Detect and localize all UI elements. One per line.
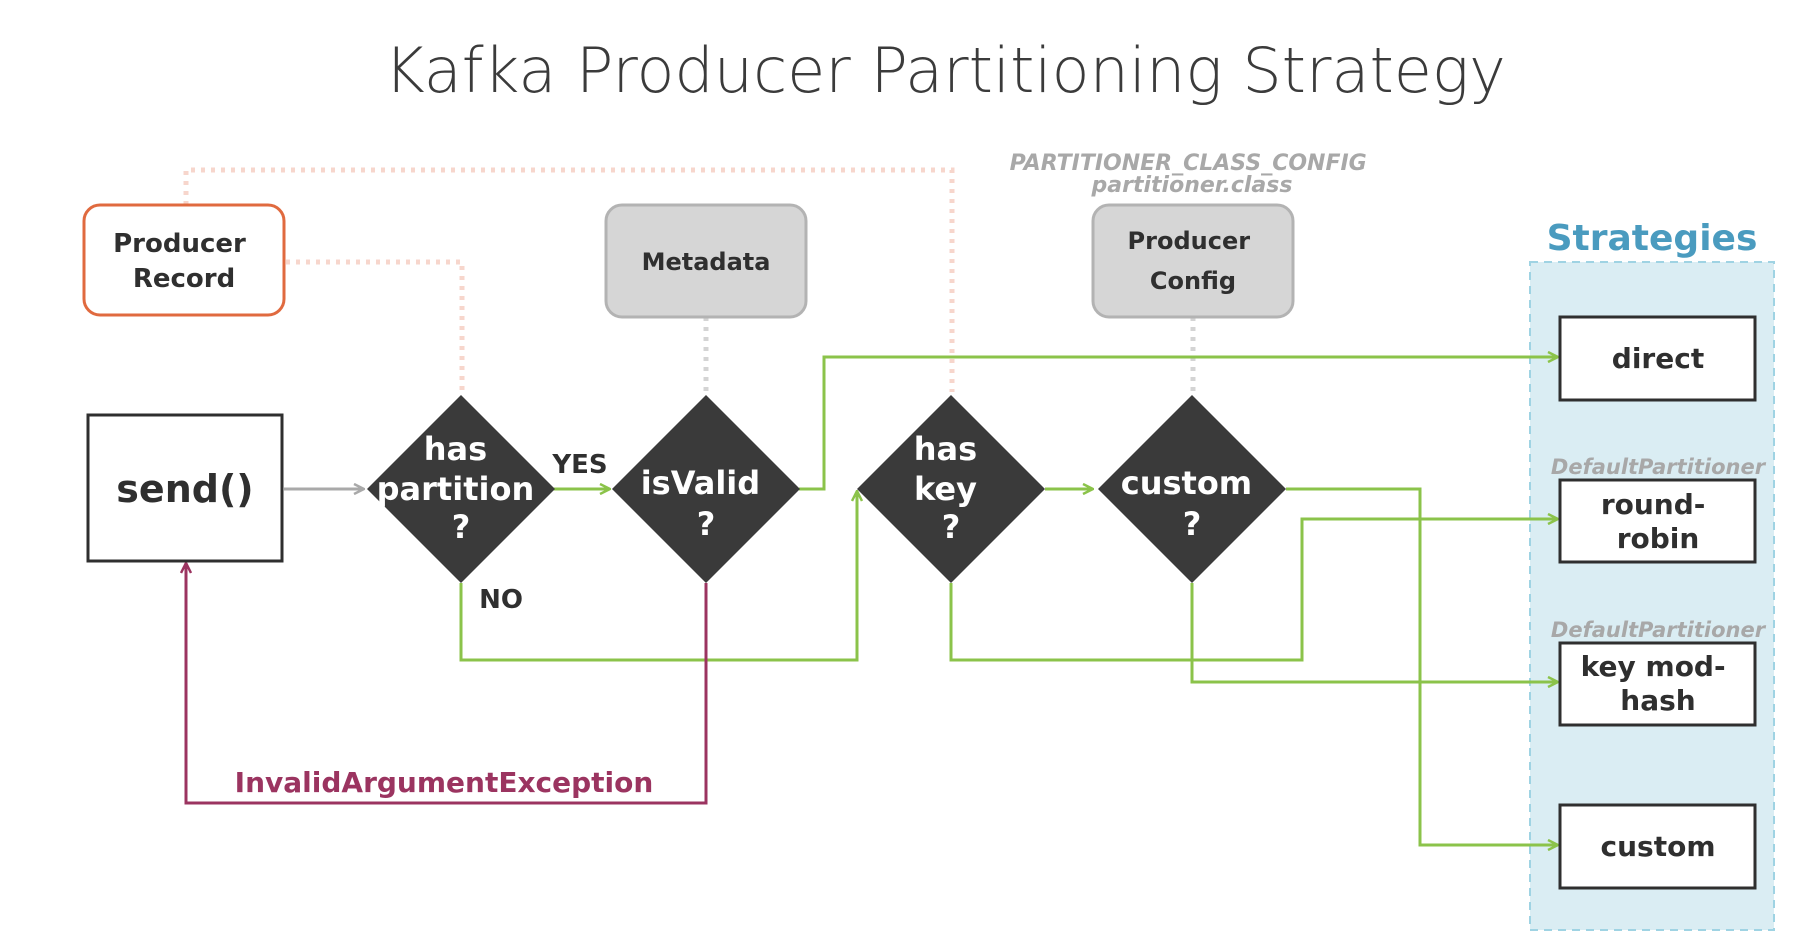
has-partition-line-1: has: [424, 430, 487, 468]
svg-text:Producer Record: Producer Record: [113, 229, 255, 294]
exception-label: InvalidArgumentException: [235, 766, 654, 799]
custom-no-to-key-mod-hash-arrow: [1190, 583, 1558, 682]
metadata-box: Metadata: [604, 203, 808, 319]
strategy-direct-label: direct: [1612, 342, 1704, 375]
producer-record-line-2: Record: [133, 264, 235, 294]
custom-line-2: ?: [1183, 505, 1202, 543]
has-partition-line-3: ?: [452, 508, 471, 546]
producer-config-line-2: Config: [1150, 267, 1236, 295]
svg-text:round- robin: round- robin: [1601, 488, 1715, 555]
custom-line-1: custom: [1121, 464, 1252, 502]
is-valid-to-direct-arrow: [799, 357, 1558, 491]
strategy-round-robin: round- robin: [1558, 478, 1757, 564]
strategy-key-mod-hash-line-1: key mod-: [1581, 650, 1726, 683]
key-mod-hash-note: DefaultPartitioner: [1551, 618, 1767, 642]
svg-text:PARTITIONER_CLASS_CONFIG p: PARTITIONER_CLASS_CONFIG partitioner.cla…: [1010, 151, 1375, 198]
record-to-has-partition-connector: [286, 259, 465, 392]
svg-text:custom ?: custom ?: [1121, 464, 1264, 543]
metadata-label: Metadata: [642, 248, 771, 276]
strategy-custom: custom: [1558, 803, 1757, 890]
has-key-no-to-round-robin-arrow: [949, 519, 1558, 662]
page-title: Kafka Producer Partitioning Strategy: [384, 34, 1506, 107]
yes-label: YES: [551, 450, 607, 480]
is-valid-decision: isValid ?: [612, 395, 800, 583]
custom-yes-to-custom-arrow: [1286, 487, 1558, 845]
config-key-property: partitioner.class: [1091, 173, 1293, 198]
strategy-key-mod-hash-line-2: hash: [1620, 684, 1695, 717]
has-key-line-2: key: [914, 470, 977, 508]
has-partition-line-2: partition: [377, 470, 535, 508]
strategy-key-mod-hash: key mod- hash: [1558, 641, 1757, 727]
has-key-decision: has key ?: [857, 395, 1045, 583]
has-partition-decision: has partition ?: [367, 395, 555, 583]
no-to-has-key-arrow: [459, 491, 857, 662]
strategies-title: Strategies: [1547, 218, 1758, 259]
strategy-custom-label: custom: [1601, 830, 1716, 863]
has-key-line-3: ?: [942, 508, 961, 546]
send-label: send(): [116, 467, 253, 511]
is-valid-line-2: ?: [697, 505, 716, 543]
strategy-round-robin-line-2: robin: [1617, 522, 1700, 555]
input-connectors: [183, 167, 1196, 392]
strategy-direct: direct: [1558, 315, 1757, 402]
producer-config-line-1: Producer: [1128, 227, 1251, 255]
svg-text:Producer Config: Producer Config: [1128, 227, 1259, 295]
flow-edges: [186, 357, 1558, 845]
no-label: NO: [479, 585, 523, 615]
send-box: send(): [86, 413, 284, 563]
record-to-has-key-connector: [183, 167, 955, 392]
producer-record-line-1: Producer: [113, 229, 246, 259]
is-valid-line-1: isValid: [641, 464, 760, 502]
producer-config-box: Producer Config: [1091, 203, 1295, 319]
exception-to-send-arrow: [186, 563, 708, 805]
config-key-constant: PARTITIONER_CLASS_CONFIG: [1010, 151, 1367, 176]
producer-record-box: Producer Record: [82, 203, 286, 317]
svg-text:isValid ?: isValid ?: [641, 464, 772, 543]
has-key-line-1: has: [914, 430, 977, 468]
strategy-round-robin-line-1: round-: [1601, 488, 1706, 521]
custom-decision: custom ?: [1098, 395, 1286, 583]
svg-text:has key ?: has key ?: [914, 430, 989, 546]
svg-text:has partition ?: has partition ?: [377, 430, 546, 546]
svg-text:key mod- hash: key mod- hash: [1581, 650, 1736, 717]
round-robin-note: DefaultPartitioner: [1551, 455, 1767, 479]
